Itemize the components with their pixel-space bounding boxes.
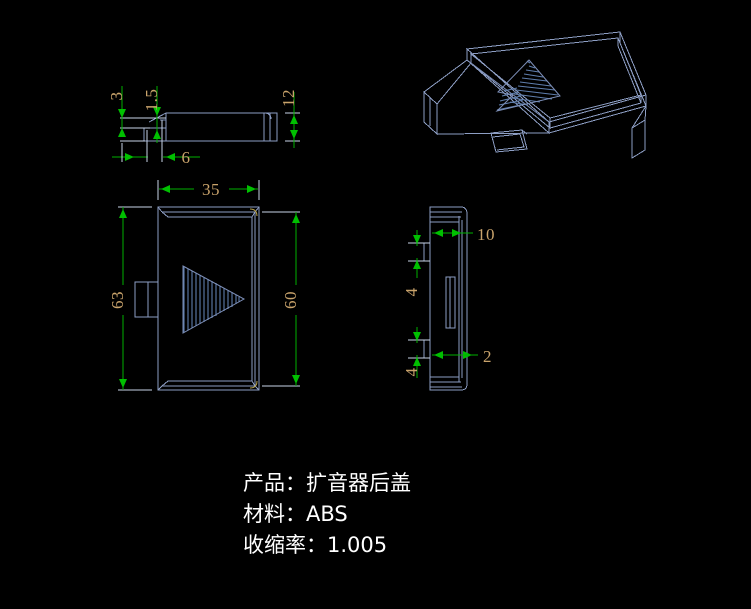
- speaker-triangle-iso: [495, 59, 561, 112]
- front-view-geometry: [134, 206, 260, 391]
- dim-label-35: 35: [202, 180, 220, 199]
- dim-label-1-5: 1.5: [142, 89, 161, 112]
- side-view-dimensions: [408, 229, 478, 378]
- dim-label-10: 10: [477, 225, 495, 244]
- dim-label-6: 6: [182, 148, 191, 167]
- title-product-line: 产品：扩音器后盖: [243, 471, 411, 495]
- title-shrinkage-line: 收缩率：1.005: [243, 533, 388, 557]
- dim-label-63: 63: [108, 291, 127, 309]
- dim-label-3: 3: [107, 92, 126, 101]
- dim-label-4-lower: 4: [402, 368, 421, 377]
- title-block: 产品：扩音器后盖 材料：ABS 收缩率：1.005: [243, 468, 411, 561]
- title-material-line: 材料：ABS: [243, 502, 348, 526]
- top-view-dimension-labels: 3 1.5 12 6: [107, 89, 298, 167]
- front-view-dimensions: [118, 180, 300, 391]
- front-view-dimension-labels: 35 63 60: [108, 180, 300, 309]
- isometric-view-geometry: [423, 31, 647, 159]
- dim-label-12: 12: [279, 89, 298, 107]
- dim-label-4-upper: 4: [402, 288, 421, 297]
- dim-label-60: 60: [281, 291, 300, 309]
- top-view-dimensions: [112, 86, 300, 162]
- side-view-geometry: [423, 206, 468, 391]
- dim-label-2: 2: [483, 347, 492, 366]
- speaker-triangle-front: [182, 265, 246, 334]
- top-view-geometry: [143, 112, 278, 142]
- side-view-dimension-labels: 10 4 2 4: [402, 225, 495, 377]
